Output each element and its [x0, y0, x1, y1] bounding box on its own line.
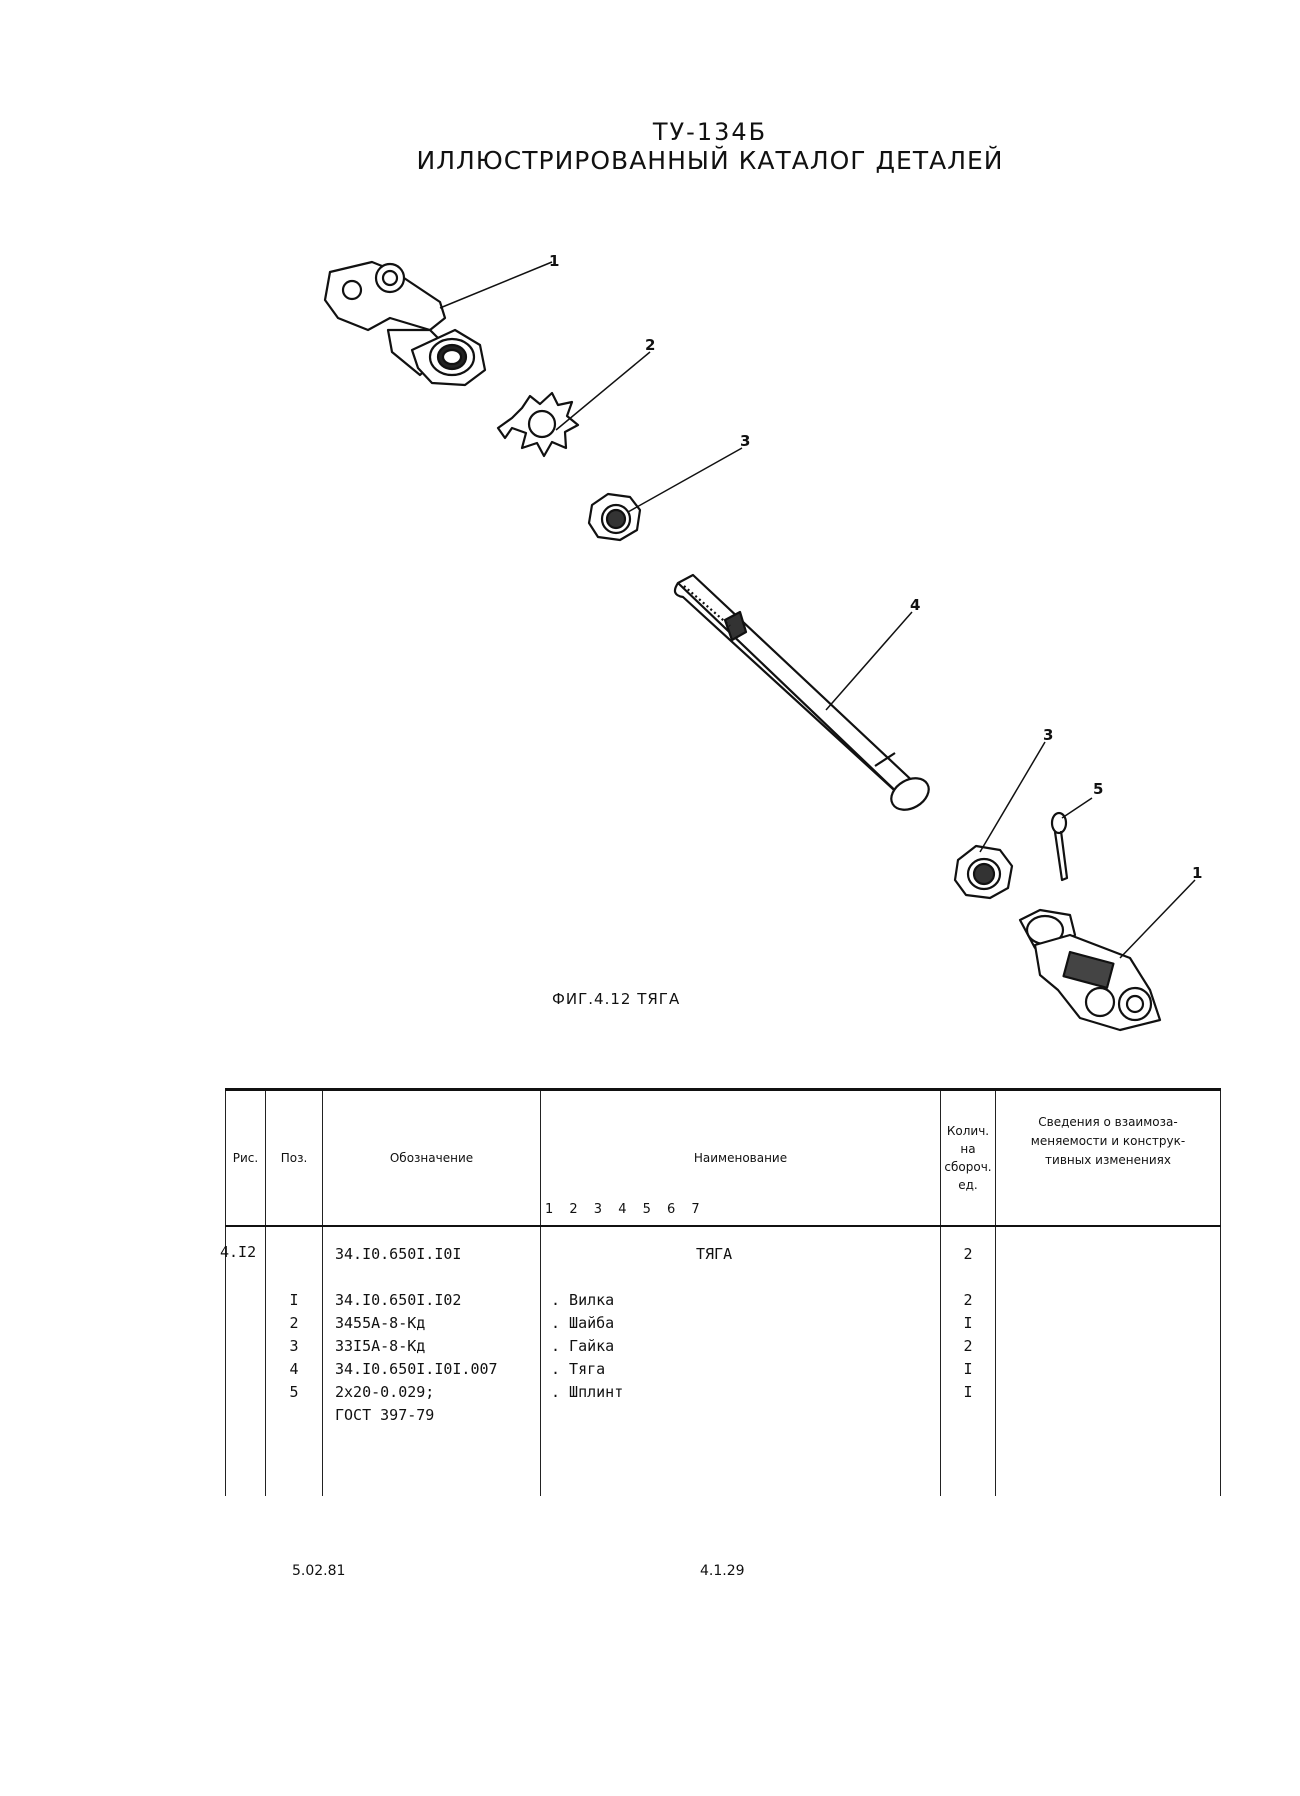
- col-fig: 4.I2: [220, 1226, 266, 1496]
- name-cell: . Вилка: [551, 1291, 615, 1309]
- col-designation: 34.I0.650I.I0I 34.I0.650I.I02 3455А-8-Кд…: [322, 1226, 541, 1496]
- designation-cell: 33I5А-8-Кд: [335, 1337, 426, 1355]
- designation-continuation: ГОСТ 397-79: [335, 1406, 435, 1424]
- header-name: Наименование 1 2 3 4 5 6 7: [540, 1088, 941, 1227]
- designation-cell: 34.I0.650I.I0I.007: [335, 1360, 498, 1378]
- header-fig: Рис.: [225, 1088, 266, 1227]
- designation-cell: 34.I0.650I.I02: [335, 1291, 462, 1309]
- callout-3-top: 3: [740, 432, 751, 450]
- header-notes: Сведения о взаимоза- меняемости и констр…: [995, 1088, 1221, 1227]
- pos-cell: 4: [289, 1360, 299, 1378]
- parts-table: Рис. Поз. Обозначение Наименование 1 2 3…: [220, 1088, 1221, 1496]
- assembly-name: ТЯГА: [696, 1245, 733, 1263]
- qty-cell: I: [963, 1383, 973, 1401]
- designation-cell: 3455А-8-Кд: [335, 1314, 426, 1332]
- pos-cell: I: [289, 1291, 299, 1309]
- qty-cell: 2: [963, 1291, 973, 1309]
- assembly-designation: 34.I0.650I.I0I: [335, 1245, 462, 1263]
- lock-washer-drawing: [496, 391, 580, 458]
- col-qty: 2 2 I 2 I I: [940, 1226, 996, 1496]
- assembly-qty: 2: [963, 1245, 973, 1263]
- cotter-pin-drawing: [1050, 811, 1069, 882]
- header-name-indent-digits: 1 2 3 4 5 6 7: [545, 1202, 706, 1217]
- callout-2: 2: [645, 336, 656, 354]
- nut-top-drawing: [587, 492, 642, 542]
- name-cell: . Шайба: [551, 1314, 615, 1332]
- rod-drawing: [673, 573, 930, 811]
- document-title-catalog: ИЛЛЮСТРИРОВАННЫЙ КАТАЛОГ ДЕТАЛЕЙ: [416, 146, 1004, 175]
- document-title-model: ТУ-134Б: [652, 118, 768, 146]
- clevis-bottom-drawing: [1018, 908, 1162, 1032]
- name-cell: . Гайка: [551, 1337, 615, 1355]
- table-body-row: 4.I2 I 2 3 4 5 34.I0.650I.I0I 34.I0.650I…: [220, 1226, 1221, 1496]
- name-cell: . Шплинт: [551, 1383, 624, 1401]
- qty-cell: 2: [963, 1337, 973, 1355]
- clevis-top-drawing: [323, 260, 487, 387]
- footer-date: 5.02.81: [292, 1563, 346, 1579]
- callout-4: 4: [910, 596, 921, 614]
- header-qty: Колич. на сбороч. ед.: [940, 1088, 996, 1227]
- header-pos: Поз.: [265, 1088, 323, 1227]
- pos-cell: 5: [289, 1383, 299, 1401]
- name-cell: . Тяга: [551, 1360, 606, 1378]
- col-name: ТЯГА . Вилка . Шайба . Гайка . Тяга . Шп…: [540, 1226, 941, 1496]
- qty-cell: I: [963, 1360, 973, 1378]
- callout-1-top: 1: [549, 252, 560, 270]
- nut-bottom-drawing: [953, 844, 1014, 900]
- callout-5: 5: [1093, 780, 1104, 798]
- header-designation: Обозначение: [322, 1088, 541, 1227]
- col-notes: [995, 1226, 1221, 1496]
- callout-1-bottom: 1: [1192, 864, 1203, 882]
- qty-cell: I: [963, 1314, 973, 1332]
- table-header-row: Рис. Поз. Обозначение Наименование 1 2 3…: [225, 1088, 1221, 1227]
- callout-3-bottom: 3: [1043, 726, 1054, 744]
- col-pos: I 2 3 4 5: [265, 1226, 323, 1496]
- figure-caption: ФИГ.4.12 ТЯГА: [552, 990, 681, 1008]
- footer-page-number: 4.1.29: [700, 1563, 745, 1579]
- pos-cell: 3: [289, 1337, 299, 1355]
- exploded-view-illustration: [323, 260, 1196, 1032]
- pos-cell: 2: [289, 1314, 299, 1332]
- designation-cell: 2х20-0.029;: [335, 1383, 435, 1401]
